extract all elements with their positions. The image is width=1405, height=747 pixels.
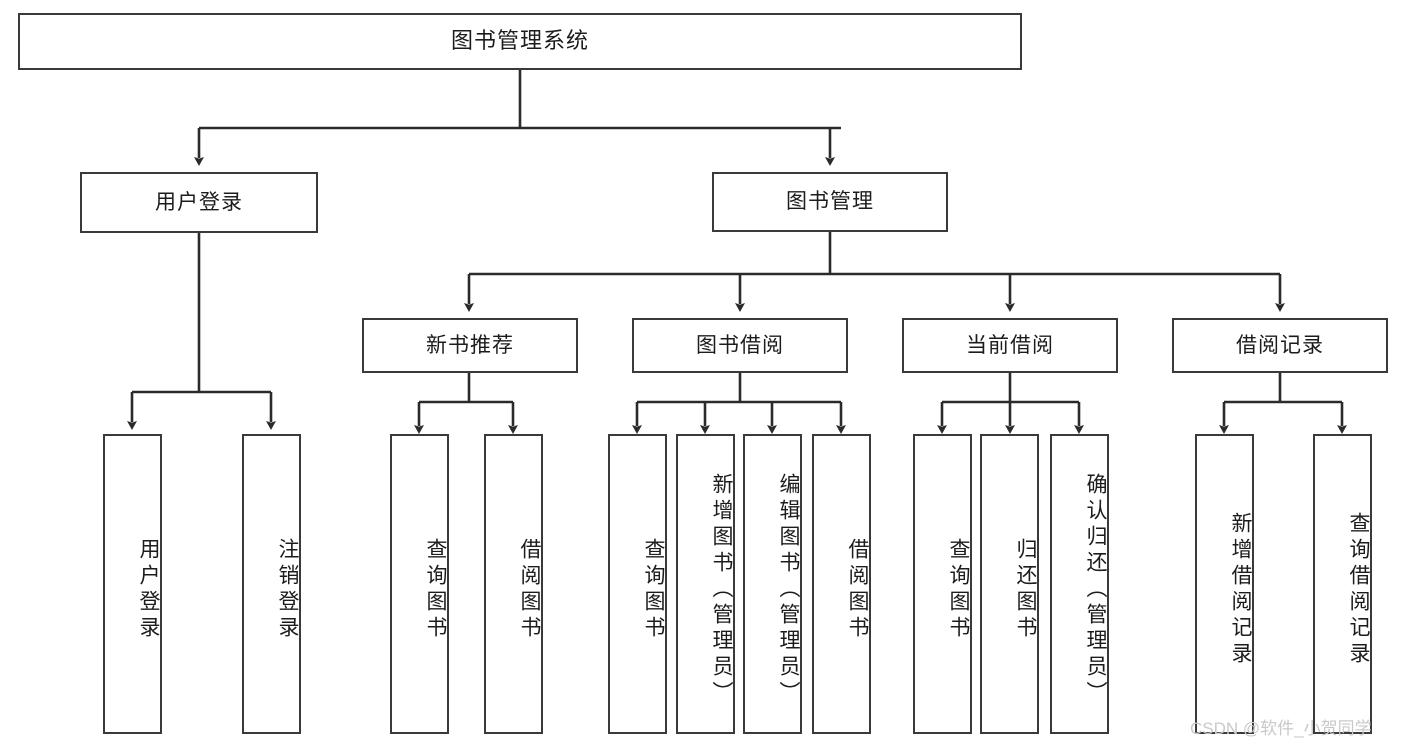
leaf-query-book-3-label: 查询图书 [947,538,970,642]
node-book-manage[interactable]: 图书管理 [712,172,948,232]
leaf-add-book[interactable]: 新增图书（管理员） [676,434,735,734]
leaf-add-book-label: 新增图书（管理员） [710,473,733,707]
node-borrow-record[interactable]: 借阅记录 [1172,318,1388,373]
leaf-query-book-3[interactable]: 查询图书 [913,434,972,734]
node-book-borrow-label: 图书借阅 [696,333,784,357]
leaf-add-record[interactable]: 新增借阅记录 [1195,434,1254,734]
leaf-logout-label: 注销登录 [276,538,299,642]
leaf-user-login[interactable]: 用户登录 [103,434,162,734]
node-user-login[interactable]: 用户登录 [80,172,318,233]
node-new-book-recommend-label: 新书推荐 [426,333,514,357]
node-book-borrow[interactable]: 图书借阅 [632,318,848,373]
leaf-borrow-book-2[interactable]: 借阅图书 [812,434,871,734]
node-book-manage-label: 图书管理 [786,190,874,214]
csdn-watermark: CSDN @软件_小贺同学 [1190,719,1372,738]
leaf-borrow-book-1-label: 借阅图书 [518,538,541,642]
node-user-login-label: 用户登录 [155,190,243,214]
leaf-add-record-label: 新增借阅记录 [1229,512,1252,668]
leaf-edit-book-label: 编辑图书（管理员） [777,473,800,707]
node-new-book-recommend[interactable]: 新书推荐 [362,318,578,373]
leaf-user-login-label: 用户登录 [137,538,160,642]
leaf-confirm-return[interactable]: 确认归还（管理员） [1050,434,1109,734]
leaf-confirm-return-label: 确认归还（管理员） [1084,473,1107,707]
leaf-logout[interactable]: 注销登录 [242,434,301,734]
node-root[interactable]: 图书管理系统 [18,13,1022,70]
leaf-return-book[interactable]: 归还图书 [980,434,1039,734]
leaf-borrow-book-2-label: 借阅图书 [846,538,869,642]
node-current-borrow-label: 当前借阅 [966,333,1054,357]
node-borrow-record-label: 借阅记录 [1236,333,1324,357]
leaf-edit-book[interactable]: 编辑图书（管理员） [743,434,802,734]
leaf-query-book-1[interactable]: 查询图书 [390,434,449,734]
leaf-return-book-label: 归还图书 [1014,538,1037,642]
node-current-borrow[interactable]: 当前借阅 [902,318,1118,373]
leaf-query-record[interactable]: 查询借阅记录 [1313,434,1372,734]
leaf-query-book-1-label: 查询图书 [424,538,447,642]
leaf-query-book-2-label: 查询图书 [642,538,665,642]
node-root-label: 图书管理系统 [450,28,589,54]
leaf-query-record-label: 查询借阅记录 [1347,512,1370,668]
leaf-query-book-2[interactable]: 查询图书 [608,434,667,734]
leaf-borrow-book-1[interactable]: 借阅图书 [484,434,543,734]
